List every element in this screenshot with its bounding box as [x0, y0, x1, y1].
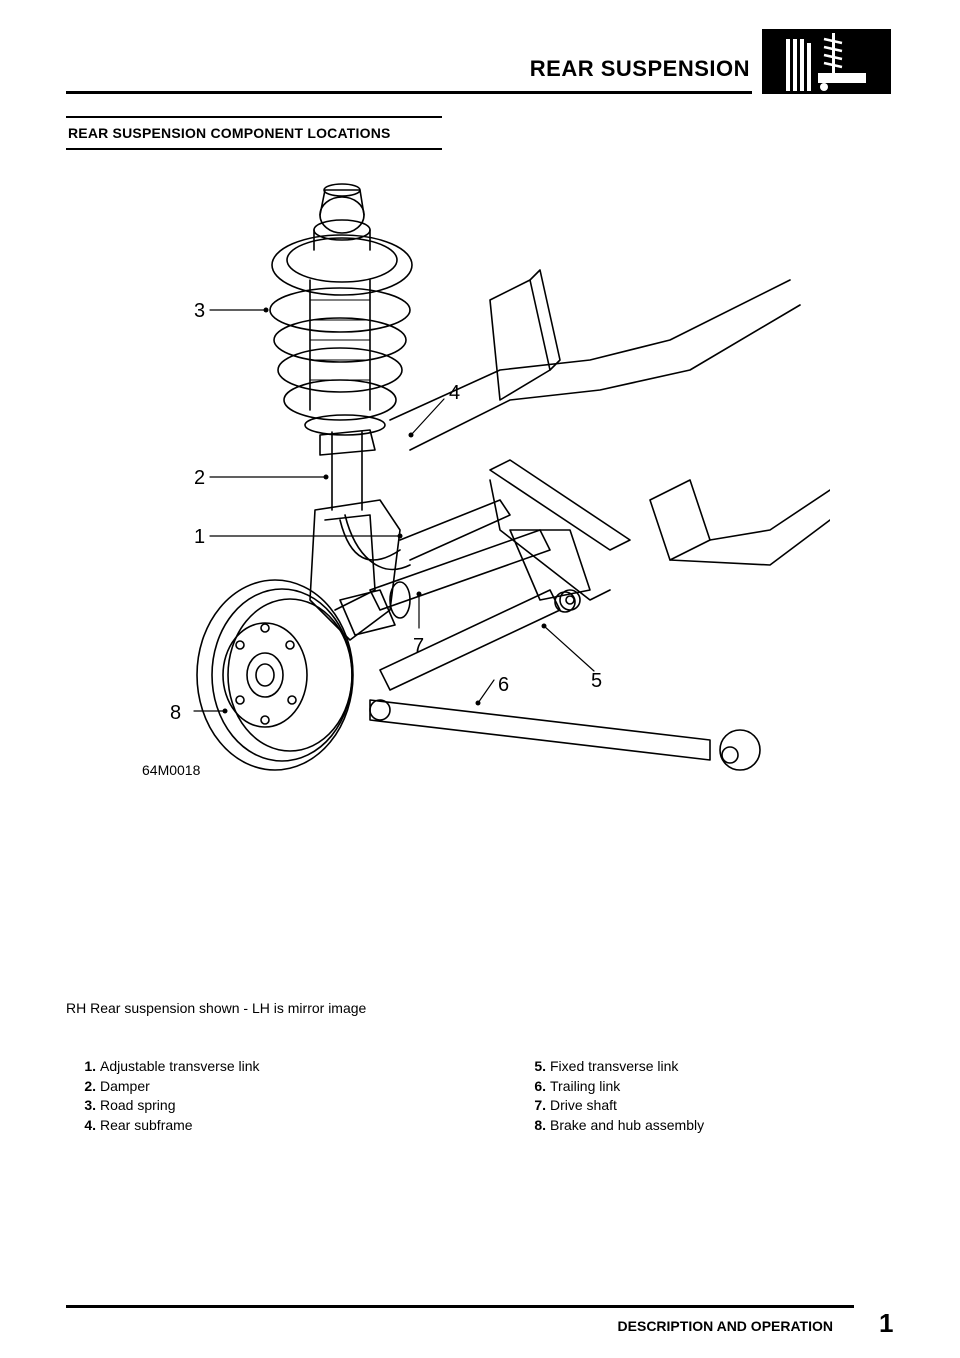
legend-num: 1. [84, 1058, 96, 1074]
legend-item: 2.Damper [66, 1077, 260, 1097]
callout-5: 5 [591, 670, 602, 692]
footer-section-name: DESCRIPTION AND OPERATION [617, 1318, 833, 1334]
legend-right-column: 5.Fixed transverse link 6.Trailing link … [516, 1057, 704, 1135]
header-rule [66, 91, 752, 94]
legend-item: 6.Trailing link [516, 1077, 704, 1097]
legend-label: Damper [100, 1077, 150, 1094]
figure-reference: 64M0018 [142, 762, 201, 778]
suspension-section-icon [762, 29, 891, 94]
legend-num: 8. [534, 1116, 546, 1133]
legend-item: 8.Brake and hub assembly [516, 1116, 704, 1136]
section-title-box: REAR SUSPENSION COMPONENT LOCATIONS [66, 116, 442, 150]
callout-7: 7 [413, 635, 424, 657]
legend-num: 2. [84, 1077, 96, 1094]
callout-2: 2 [194, 467, 205, 489]
legend-label: Trailing link [550, 1077, 621, 1094]
legend-label: Road spring [100, 1097, 176, 1113]
legend-label: Fixed transverse link [550, 1058, 679, 1074]
legend-item: 4.Rear subframe [66, 1116, 260, 1136]
legend-num: 5. [534, 1058, 546, 1074]
section-title: REAR SUSPENSION COMPONENT LOCATIONS [68, 125, 391, 141]
callout-3: 3 [194, 300, 205, 322]
footer-rule [66, 1305, 854, 1308]
legend-item: 1.Adjustable transverse link [66, 1057, 260, 1077]
legend-item: 3.Road spring [66, 1096, 260, 1116]
header-title: REAR SUSPENSION [529, 56, 750, 81]
page-number: 1 [879, 1308, 894, 1338]
callout-1: 1 [194, 526, 205, 548]
legend-num: 6. [534, 1077, 546, 1094]
suspension-diagram: 1 2 3 4 5 6 7 8 64M0018 [70, 170, 831, 790]
legend-item: 7.Drive shaft [516, 1096, 704, 1116]
legend-num: 4. [84, 1116, 96, 1133]
legend-label: Drive shaft [550, 1097, 617, 1113]
figure-caption: RH Rear suspension shown - LH is mirror … [66, 1000, 367, 1016]
legend-left-column: 1.Adjustable transverse link 2.Damper 3.… [66, 1057, 260, 1136]
legend-label: Adjustable transverse link [100, 1058, 260, 1074]
callout-8: 8 [170, 702, 181, 724]
callout-6: 6 [498, 674, 509, 696]
legend-label: Brake and hub assembly [550, 1116, 705, 1133]
callout-4: 4 [449, 382, 460, 404]
legend-item: 5.Fixed transverse link [516, 1057, 704, 1077]
legend-num: 3. [84, 1097, 96, 1113]
legend-label: Rear subframe [100, 1116, 193, 1133]
legend-num: 7. [534, 1097, 546, 1113]
